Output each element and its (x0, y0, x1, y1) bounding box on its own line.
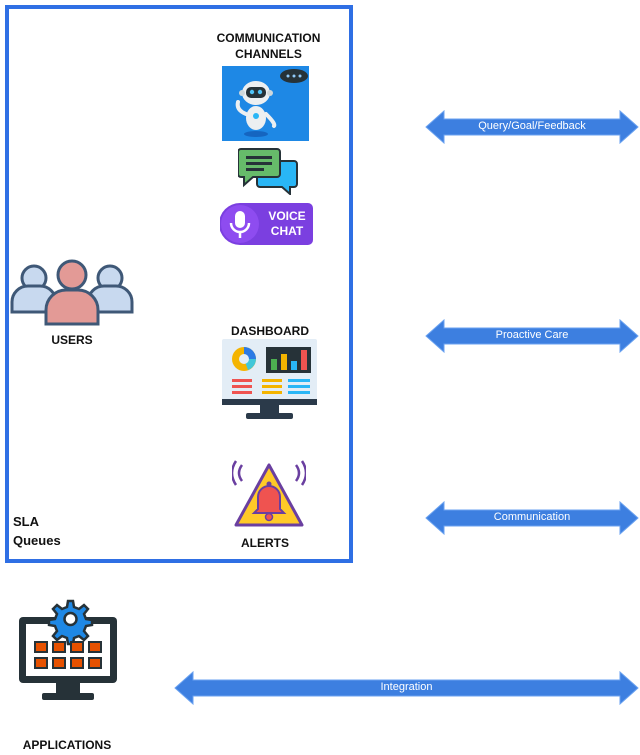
voice-text: VOICE (268, 209, 306, 223)
integration-arrow: Integration (174, 670, 639, 706)
communication-channels-title: COMMUNICATION CHANNELS (196, 30, 341, 62)
communication-channels-line2: CHANNELS (235, 47, 302, 61)
alerts-label: ALERTS (241, 536, 289, 550)
query-goal-feedback-label: Query/Goal/Feedback (478, 120, 586, 132)
chat-text: CHAT (270, 224, 304, 238)
communication-channels-line1: COMMUNICATION (216, 31, 321, 45)
communication-label: Communication (493, 511, 571, 523)
applications-monitor-icon (16, 599, 120, 702)
sla-text: SLA (13, 514, 39, 529)
chat-bubbles-icon (237, 147, 298, 197)
users-icon (8, 258, 136, 326)
sla-queues-label: SLA Queues (13, 512, 61, 550)
proactive-care-label: Proactive Care (495, 329, 569, 341)
alert-bell-icon (230, 459, 308, 529)
dashboard-monitor-icon (222, 339, 317, 421)
applications-label: APPLICATIONS (22, 738, 112, 752)
queues-text: Queues (13, 533, 61, 548)
query-goal-feedback-arrow: Query/Goal/Feedback (425, 109, 639, 145)
robot-icon (222, 66, 309, 141)
users-label: USERS (51, 333, 93, 347)
voice-chat-icon: VOICE CHAT (219, 201, 314, 247)
dashboard-label: DASHBOARD (231, 324, 309, 338)
voice-chat-label: VOICE CHAT (262, 209, 312, 239)
integration-label: Integration (380, 681, 433, 693)
proactive-care-arrow: Proactive Care (425, 318, 639, 354)
communication-arrow: Communication (425, 500, 639, 536)
